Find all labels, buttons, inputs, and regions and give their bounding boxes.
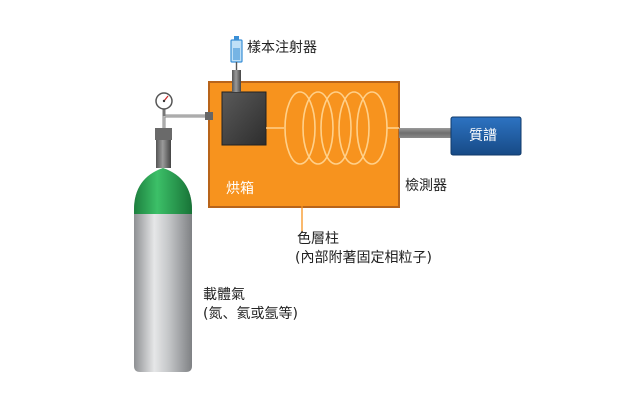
syringe-label: 樣本注射器 xyxy=(247,40,317,56)
column-label-line1: 色層柱 xyxy=(297,231,339,247)
cylinder-valve xyxy=(155,128,172,140)
detector-box xyxy=(450,116,522,156)
gas-line xyxy=(162,112,213,130)
injector-port xyxy=(232,70,241,92)
detector-label: 檢測器 xyxy=(405,178,447,194)
column-coil xyxy=(266,91,399,165)
injector-block xyxy=(221,91,267,146)
gas-cylinder-icon xyxy=(134,168,192,372)
carrier-gas-label-line2: (氮、氦或氬等) xyxy=(203,306,298,322)
detector-pipe xyxy=(399,128,451,138)
syringe-icon xyxy=(230,36,243,70)
pressure-gauge-icon xyxy=(155,92,173,116)
oven-label: 烘箱 xyxy=(226,181,254,197)
column-label-line2: (內部附著固定相粒子) xyxy=(295,250,432,266)
carrier-gas-label-line1: 載體氣 xyxy=(203,287,245,303)
cylinder-neck xyxy=(156,140,171,168)
detector-box-label: 質譜 xyxy=(469,128,497,144)
